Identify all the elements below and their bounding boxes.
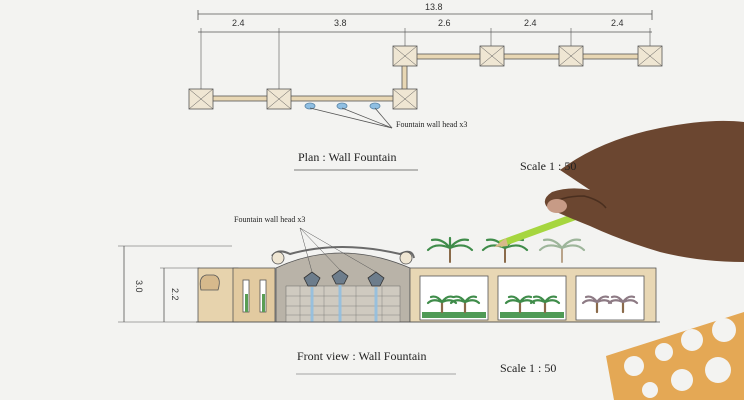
segment-dimension-4: 2.4 — [524, 18, 537, 28]
segment-dimension-5: 2.4 — [611, 18, 624, 28]
front-view — [118, 227, 660, 375]
plan-scale: Scale 1 : 50 — [520, 159, 577, 173]
front-title: Front view : Wall Fountain — [297, 349, 427, 363]
palm-trees — [426, 236, 639, 314]
segment-dimension-2: 3.8 — [334, 18, 347, 28]
height-inner-label: 2.2 — [170, 288, 180, 301]
hand-with-pencil — [494, 120, 744, 262]
plan-fountain-note: Fountain wall head x3 — [396, 120, 468, 129]
height-outer-label: 3.0 — [134, 280, 144, 293]
front-scale: Scale 1 : 50 — [500, 361, 557, 375]
plan-view — [188, 10, 663, 171]
overall-dimension-label: 13.8 — [425, 2, 443, 12]
drawing-stencil — [606, 312, 744, 400]
plan-title: Plan : Wall Fountain — [298, 150, 397, 164]
segment-dimension-3: 2.6 — [438, 18, 451, 28]
front-fountain-note: Fountain wall head x3 — [234, 215, 306, 224]
segment-dimension-1: 2.4 — [232, 18, 245, 28]
